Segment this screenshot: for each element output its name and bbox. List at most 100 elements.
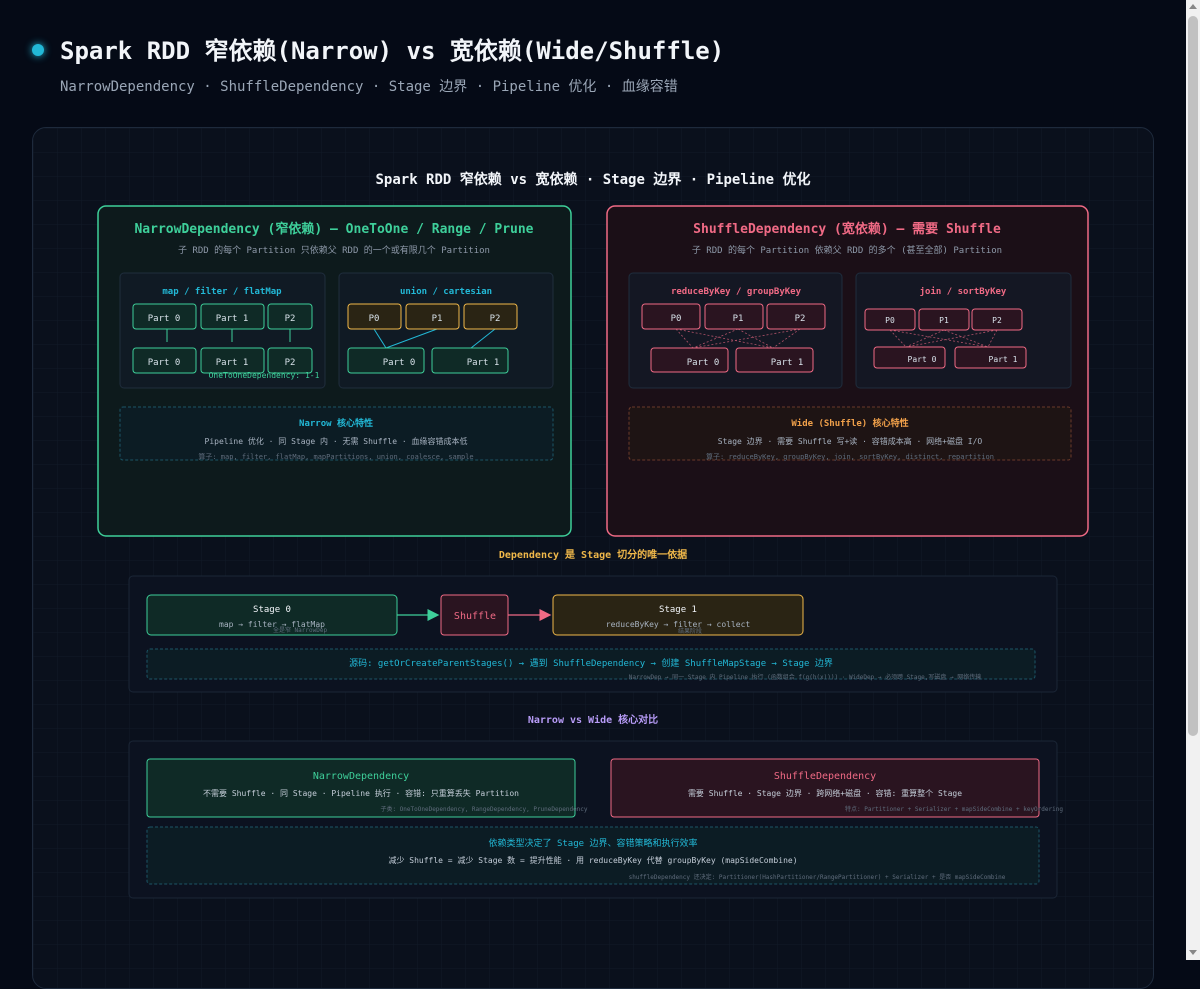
narrow-panel-title: NarrowDependency (窄依赖) — OneToOne / Rang… bbox=[134, 221, 533, 237]
link-line bbox=[470, 328, 496, 349]
compare-heading: Narrow vs Wide 核心对比 bbox=[528, 713, 658, 726]
reduce-title: reduceByKey / groupByKey bbox=[671, 287, 802, 297]
compare-narrow-title: NarrowDependency bbox=[313, 771, 409, 782]
child-partition-label: Part 1 bbox=[216, 358, 249, 368]
narrow-dependency-panel: NarrowDependency (窄依赖) — OneToOne / Rang… bbox=[97, 205, 572, 537]
parent-partition bbox=[132, 303, 197, 330]
link-line bbox=[373, 328, 387, 349]
join-title: join / sortByKey bbox=[920, 286, 1007, 297]
union-cartesian-box: union / cartesian P0 P1 P2 Part 0 Part 1 bbox=[338, 272, 554, 389]
parent-partition-label: Part 1 bbox=[216, 314, 249, 324]
wide-feature-frame bbox=[628, 406, 1072, 461]
wide-feature-box: Wide (Shuffle) 核心特性 Stage 边界 · 需要 Shuffl… bbox=[628, 406, 1072, 461]
child-partition-label: Part 1 bbox=[771, 358, 804, 368]
compare-wide-note: 特点: Partitioner + Serializer + mapSideCo… bbox=[845, 805, 1063, 813]
compare-summary-desc: 减少 Shuffle = 减少 Stage 数 = 提升性能 · 用 reduc… bbox=[388, 855, 797, 865]
child-partition bbox=[954, 346, 1027, 369]
vertical-scrollbar[interactable] bbox=[1186, 0, 1200, 960]
parent-partition-label: P1 bbox=[432, 314, 443, 324]
one-to-one-note: OneToOneDependency: 1-1 bbox=[209, 371, 320, 380]
child-partition-label: Part 1 bbox=[467, 358, 500, 368]
dependency-diagram: Spark RDD 窄依赖 vs 宽依赖 · Stage 边界 · Pipeli… bbox=[33, 128, 1153, 988]
parent-partition-label: Part 0 bbox=[148, 314, 181, 324]
child-partition-label: Part 1 bbox=[989, 355, 1018, 364]
parent-partition bbox=[641, 303, 701, 330]
compare-narrow-desc: 不需要 Shuffle · 同 Stage · Pipeline 执行 · 容错… bbox=[203, 788, 519, 798]
stage-heading: Dependency 是 Stage 切分的唯一依据 bbox=[499, 548, 687, 561]
compare-narrow-note: 子类: OneToOneDependency, RangeDependency,… bbox=[380, 805, 587, 813]
scroll-up-icon[interactable] bbox=[1189, 4, 1197, 9]
stage1-box bbox=[552, 594, 804, 636]
narrow-feature-desc: Pipeline 优化 · 同 Stage 内 · 无需 Shuffle · 血… bbox=[205, 436, 468, 446]
compare-summary-note: shuffleDependency 还决定: Partitioner(HashP… bbox=[629, 873, 1006, 881]
child-partition-label: Part 0 bbox=[383, 358, 416, 368]
page-subtitle: NarrowDependency · ShuffleDependency · S… bbox=[60, 79, 678, 95]
narrow-panel-desc: 子 RDD 的每个 Partition 只依赖父 RDD 的一个或有限几个 Pa… bbox=[178, 244, 490, 256]
child-partition bbox=[431, 347, 509, 374]
wide-panel-desc: 子 RDD 的每个 Partition 依赖父 RDD 的多个 (甚至全部) P… bbox=[692, 244, 1002, 256]
shuffle-label: Shuffle bbox=[454, 611, 496, 622]
parent-partition bbox=[267, 303, 313, 330]
stage0-title: Stage 0 bbox=[253, 605, 291, 615]
parent-partition bbox=[704, 303, 764, 330]
parent-partition bbox=[864, 308, 916, 331]
code-box bbox=[146, 648, 1036, 680]
parent-partition-label: P0 bbox=[671, 314, 682, 324]
map-filter-title: map / filter / flatMap bbox=[162, 286, 282, 297]
map-filter-box: map / filter / flatMap Part 0 Part 1 P2 … bbox=[119, 272, 326, 389]
compare-section: NarrowDependency 不需要 Shuffle · 同 Stage ·… bbox=[128, 740, 1063, 899]
child-partition bbox=[267, 347, 313, 374]
parent-partition-label: P2 bbox=[285, 314, 296, 324]
parent-partition-label: P1 bbox=[733, 314, 744, 324]
parent-partition bbox=[971, 308, 1023, 331]
compare-summary-box bbox=[146, 826, 1040, 885]
child-partition bbox=[132, 347, 197, 374]
stage-section: Stage 0 map → filter → flatMap 全是窄 Narro… bbox=[128, 575, 1058, 693]
join-sort-box: join / sortByKey P0 P1 P2 Part 0 Part 1 bbox=[855, 272, 1072, 389]
child-partition-label: Part 0 bbox=[687, 358, 720, 368]
wide-feature-ops: 算子: reduceByKey, groupByKey, join, sortB… bbox=[706, 452, 994, 461]
compare-wide-box bbox=[610, 758, 1040, 818]
stage1-title: Stage 1 bbox=[659, 605, 697, 615]
parent-partition bbox=[463, 303, 518, 330]
parent-partition bbox=[200, 303, 265, 330]
parent-partition-label: P2 bbox=[992, 316, 1002, 325]
shuffle-links bbox=[675, 328, 801, 349]
wide-feature-title: Wide (Shuffle) 核心特性 bbox=[791, 417, 908, 429]
compare-wide-desc: 需要 Shuffle · Stage 边界 · 跨网络+磁盘 · 容错: 重算整… bbox=[688, 788, 962, 798]
parent-partition bbox=[918, 308, 970, 331]
code-line: 源码: getOrCreateParentStages() → 遇到 Shuff… bbox=[349, 657, 833, 669]
stage1-note: 结果阶段 bbox=[678, 627, 702, 635]
child-partition-label: P2 bbox=[285, 358, 296, 368]
parent-partition bbox=[347, 303, 402, 330]
wide-panel-title: ShuffleDependency (宽依赖) — 需要 Shuffle bbox=[693, 221, 1001, 237]
code-note: NarrowDep → 同一 Stage 内 Pipeline 执行 (函数组合… bbox=[629, 673, 981, 681]
shuffle-links bbox=[889, 329, 998, 348]
link-line bbox=[385, 328, 438, 349]
child-partition bbox=[735, 347, 814, 373]
narrow-feature-frame bbox=[119, 406, 554, 461]
narrow-feature-box: Narrow 核心特性 Pipeline 优化 · 同 Stage 内 · 无需… bbox=[119, 406, 554, 461]
wide-feature-desc: Stage 边界 · 需要 Shuffle 写+读 · 容错成本高 · 网络+磁… bbox=[718, 436, 983, 446]
bullet-dot-icon bbox=[32, 44, 44, 56]
child-partition bbox=[347, 347, 425, 374]
child-partition bbox=[200, 347, 265, 374]
scrollbar-thumb[interactable] bbox=[1188, 16, 1198, 736]
diagram-title: Spark RDD 窄依赖 vs 宽依赖 · Stage 边界 · Pipeli… bbox=[375, 171, 810, 188]
wide-dependency-panel: ShuffleDependency (宽依赖) — 需要 Shuffle 子 R… bbox=[606, 205, 1089, 537]
narrow-feature-ops: 算子: map, filter, flatMap, mapPartitions,… bbox=[198, 452, 473, 461]
stage0-note: 全是窄 NarrowDep bbox=[273, 626, 328, 634]
child-partition-label: Part 0 bbox=[908, 355, 937, 364]
parent-partition bbox=[405, 303, 460, 330]
child-partition bbox=[650, 347, 729, 373]
reduce-group-box: reduceByKey / groupByKey P0 P1 P2 Part 0… bbox=[628, 272, 843, 389]
parent-partition bbox=[766, 303, 826, 330]
child-partition-label: Part 0 bbox=[148, 358, 181, 368]
page-title: Spark RDD 窄依赖(Narrow) vs 宽依赖(Wide/Shuffl… bbox=[60, 37, 725, 65]
child-partition bbox=[873, 346, 946, 369]
compare-summary-title: 依赖类型决定了 Stage 边界、容错策略和执行效率 bbox=[489, 837, 698, 849]
scroll-down-icon[interactable] bbox=[1189, 950, 1197, 955]
diagram-panel: Spark RDD 窄依赖 vs 宽依赖 · Stage 边界 · Pipeli… bbox=[32, 127, 1154, 989]
compare-narrow-box bbox=[146, 758, 576, 818]
parent-partition-label: P1 bbox=[939, 316, 949, 325]
